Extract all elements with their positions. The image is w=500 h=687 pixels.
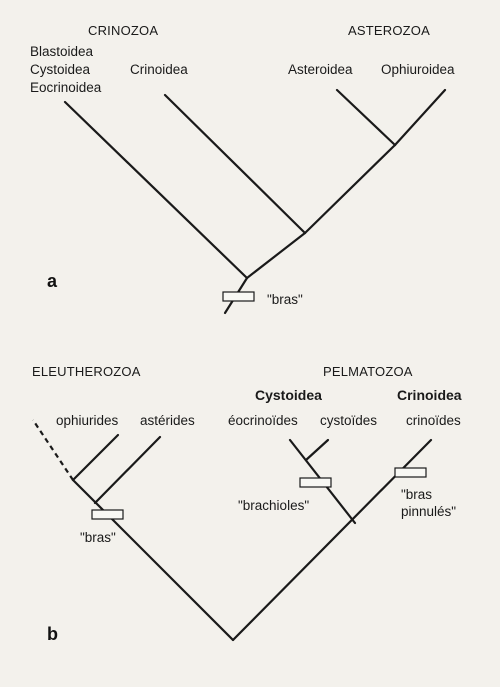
character-label-brachioles: "brachioles" [238,498,309,513]
taxon-label-asteroidea: Asteroidea [288,62,353,77]
group-label-asterozoa: ASTEROZOA [348,23,430,38]
branch-b-eleutherozoa-stem [71,478,235,642]
group-label-pelmatozoa: PELMATOZOA [323,364,413,379]
taxon-label-blastoidea: Blastoidea [30,44,94,59]
branch-a-ophiuroidea [393,88,447,147]
branch-b-asterides [93,435,162,505]
branch-a-asteroidea [335,88,397,147]
branch-a-internal-2 [303,143,397,235]
character-bar-bras-b [91,509,124,520]
branch-b-dashed-outgroup [32,419,74,481]
character-bar-brachioles [299,477,332,488]
taxon-label-eocrinoides: éocrinoïdes [228,413,298,428]
cladogram-a: CRINOZOA ASTEROZOA Blastoidea Cystoidea … [30,23,455,315]
character-bar-bras-pinnules [394,467,427,478]
taxon-label-asterides: astérides [140,413,195,428]
taxon-label-ophiuroidea: Ophiuroidea [381,62,455,77]
taxon-label-cystoides: cystoïdes [320,413,377,428]
taxon-label-cystoidea: Cystoidea [30,62,91,77]
character-label-bras-b: "bras" [80,530,116,545]
branch-b-eocrinoides-cystoides-split [304,438,330,462]
character-bar-bras-a [222,291,255,302]
subgroup-label-crinoidea: Crinoidea [397,387,462,403]
character-label-bras-a: "bras" [267,292,303,307]
branch-a-internal-1 [245,231,307,280]
panel-label-b: b [47,624,58,644]
taxon-label-crinoidea: Crinoidea [130,62,188,77]
taxon-label-eocrinoidea: Eocrinoidea [30,80,102,95]
taxon-label-crinoides: crinoïdes [406,413,461,428]
subgroup-label-cystoidea: Cystoidea [255,387,322,403]
character-label-bras-pinnules-line1: "bras [401,487,432,502]
branch-a-crinoidea [163,93,307,235]
branch-b-ophiurides [71,433,120,482]
character-label-bras-pinnules-line2: pinnulés" [401,504,456,519]
branch-a-blastoidea-cystoidea-eocrinoidea [63,100,249,280]
group-label-eleutherozoa: ELEUTHEROZOA [32,364,141,379]
group-label-crinozoa: CRINOZOA [88,23,158,38]
cladogram-b: ELEUTHEROZOA PELMATOZOA Cystoidea Crinoi… [32,364,462,644]
panel-label-a: a [47,271,58,291]
taxon-label-ophiurides: ophiurides [56,413,119,428]
